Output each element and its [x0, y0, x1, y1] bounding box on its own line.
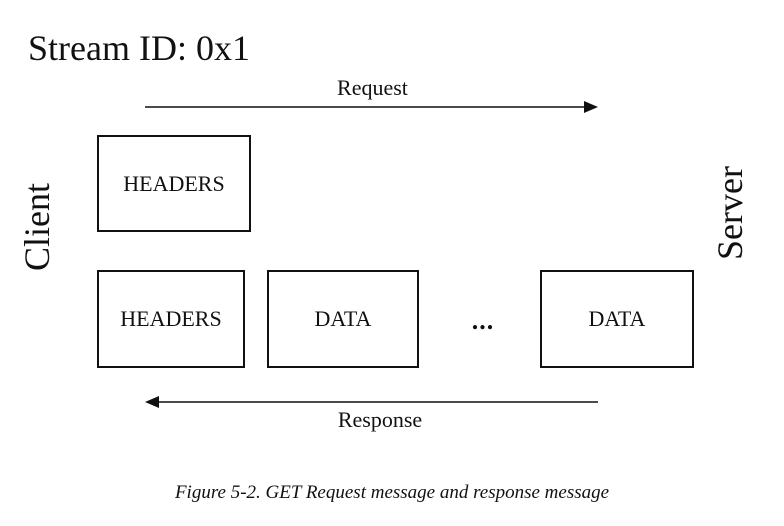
request-label: Request — [337, 75, 408, 100]
figure-caption: Figure 5-2. GET Request message and resp… — [174, 482, 610, 503]
response-data-frame-last: DATA — [540, 270, 694, 368]
stream-id-title: Stream ID: 0x1 — [28, 28, 250, 68]
client-label: Client — [17, 183, 57, 271]
request-arrow — [145, 101, 598, 113]
response-data-frame: DATA — [267, 270, 419, 368]
request-headers-frame: HEADERS — [97, 135, 251, 232]
server-label: Server — [710, 166, 750, 260]
response-headers-frame: HEADERS — [97, 270, 245, 368]
response-label: Response — [337, 407, 423, 432]
frames-ellipsis: ... — [471, 306, 495, 335]
